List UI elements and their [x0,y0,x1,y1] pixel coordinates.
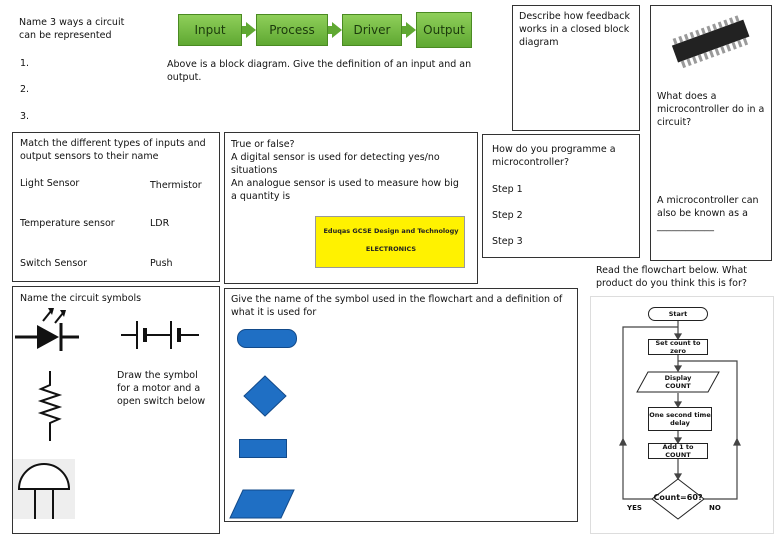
microcontroller-known-as: A microcontroller can also be known as a… [657,195,759,232]
eduqas-line2: ELECTRONICS [365,245,417,253]
feedback-box: Describe how feedback works in a closed … [512,5,640,131]
true-false-line2: An analogue sensor is used to measure ho… [231,178,459,202]
microcontroller-question: What does a microcontroller do in a circ… [657,91,765,128]
flowchart: Start Set count to zero Display COUNT On… [590,296,774,534]
block-diagram: Input Process Driver Output [178,12,472,48]
true-false-title: True or false? [231,139,295,150]
flow-add: Add 1 to COUNT [648,443,708,459]
represent-item-1: 1. [20,58,30,69]
symbols-draw-prompt: Draw the symbol for a motor and a open s… [117,370,206,407]
sensor-left-3: Switch Sensor [20,258,87,269]
flowchart-connectors [619,321,741,500]
flow-no: NO [709,504,721,512]
process-symbol [239,439,287,458]
sensor-right-1: Thermistor [150,180,202,191]
sensor-right-2: LDR [150,218,170,229]
sensors-box: Match the different types of inputs and … [12,132,220,282]
arrow-icon [332,22,342,38]
flow-symbols-box: Give the name of the symbol used in the … [224,288,578,522]
programme-step-2: Step 2 [492,210,523,221]
flowchart-question: Read the flowchart below. What product d… [596,265,748,289]
flow-start: Start [648,307,708,321]
eduqas-banner: Eduqas GCSE Design and Technology ELECTR… [315,216,465,268]
ldr-symbol-area [13,459,75,519]
block-process: Process [256,14,328,46]
arrow-icon [246,22,256,38]
eduqas-line1: Eduqas GCSE Design and Technology [323,227,459,235]
flow-set-count: Set count to zero [648,339,708,355]
microcontroller-box: What does a microcontroller do in a circ… [650,5,772,261]
block-input: Input [178,14,242,46]
sensor-left-1: Light Sensor [20,178,80,189]
resistor-symbol-icon [37,371,63,441]
feedback-text: Describe how feedback works in a closed … [519,11,631,48]
block-output: Output [416,12,472,48]
flow-yes: YES [627,504,642,512]
terminator-symbol [237,329,297,348]
flow-decision-diamond [651,478,705,520]
true-false-line1: A digital sensor is used for detecting y… [231,152,440,176]
symbols-title: Name the circuit symbols [20,293,142,304]
sensor-left-2: Temperature sensor [20,218,115,229]
flow-display-parallelogram [636,371,720,393]
represent-item-3: 3. [20,111,30,122]
battery-symbol-icon [121,321,199,349]
led-symbol-icon [15,308,79,351]
sensor-right-3: Push [150,258,173,269]
programme-box: How do you programme a microcontroller? … [482,134,640,258]
block-driver: Driver [342,14,402,46]
decision-symbol [243,375,287,417]
programme-title: How do you programme a microcontroller? [492,144,616,168]
symbols-box: Name the circuit symbols Draw the symbol… [12,286,220,534]
arrow-icon [406,22,416,38]
flow-symbols-title: Give the name of the symbol used in the … [231,294,563,318]
input-output-symbol [229,489,295,519]
flow-delay: One second time delay [648,407,712,431]
microchip-icon [671,15,750,69]
represent-item-2: 2. [20,84,30,95]
sensors-title: Match the different types of inputs and … [20,138,206,162]
represent-title: Name 3 ways a circuit can be represented [19,17,125,41]
ldr-symbol-icon [17,463,71,519]
programme-step-1: Step 1 [492,184,523,195]
flow-decision: Count=60? [653,493,703,502]
programme-step-3: Step 3 [492,236,523,247]
block-diagram-caption: Above is a block diagram. Give the defin… [167,59,472,83]
represent-box: Name 3 ways a circuit can be represented [12,8,150,66]
flow-display: Display COUNT [664,374,692,390]
